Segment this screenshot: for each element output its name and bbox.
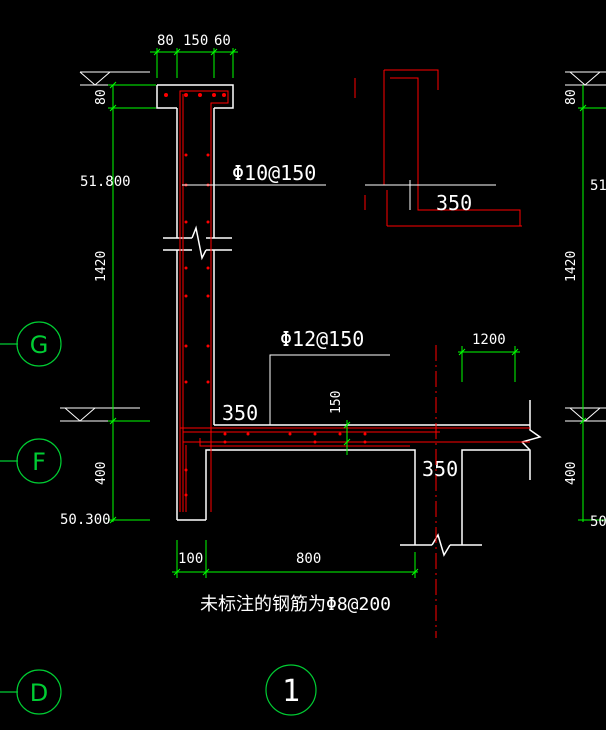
rebar-slab-label: Φ12@150 [280,327,364,351]
left-vertical-dimension [108,81,156,524]
rebar-dots [164,93,367,497]
dim-left-400: 400 [94,462,109,485]
slab-thickness-dimension [343,420,351,455]
rebar-lines [179,69,530,512]
dim-slab-150: 150 [329,391,344,414]
elevation-upper: 51.800 [80,174,131,190]
slab-350-label: 350 [422,457,458,481]
grid-axis-f: F [32,448,46,476]
elevation-upper-right: 51. [590,178,606,194]
left-elevation-markers [60,71,150,422]
rebar-wall-label: Φ10@150 [232,161,316,185]
dim-top-60: 60 [214,33,231,49]
dim-left-1420: 1420 [94,251,109,282]
top-dimension [150,48,238,78]
dim-right-400: 400 [564,462,579,485]
concrete-outline [156,84,542,557]
right-elevation-markers [565,71,606,422]
grid-axis-lines [0,321,317,716]
dim-bottom-800: 800 [296,551,321,567]
rebar-note: 未标注的钢筋为Φ8@200 [200,594,391,615]
detail-350-label: 350 [436,191,472,215]
grid-axis-g: G [30,331,49,359]
dim-right-80: 80 [564,89,579,105]
elevation-lower-right: 50 [590,514,606,530]
dim-bottom-100: 100 [178,551,203,567]
dim-right-1420: 1420 [564,251,579,282]
dim-top-80: 80 [157,33,174,49]
wall-350-label: 350 [222,401,258,425]
dim-left-80: 80 [94,89,109,105]
dim-1200: 1200 [472,332,506,348]
grid-axis-d: D [30,679,48,707]
right-vertical-dimension [578,85,606,522]
leader-lines [182,180,496,425]
section-number: 1 [282,674,300,709]
bottom-dimension [172,540,419,578]
elevation-lower: 50.300 [60,512,111,528]
dim-1200-lines [458,346,520,382]
dim-top-150: 150 [183,33,208,49]
